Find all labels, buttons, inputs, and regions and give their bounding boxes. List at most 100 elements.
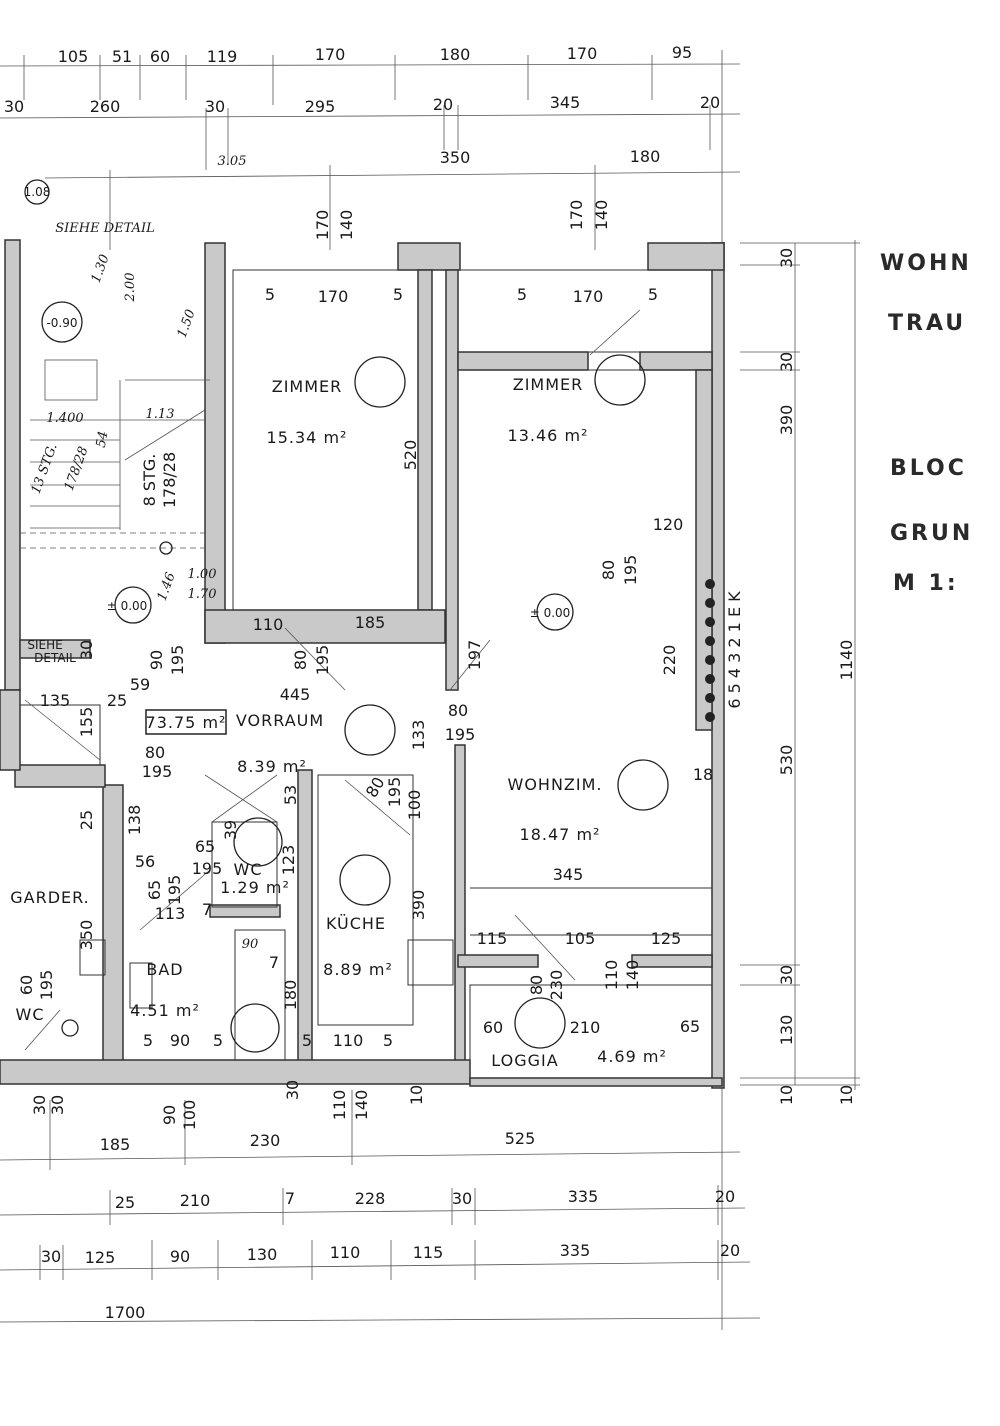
dim: 60 [150,47,170,66]
title-line-3: BLOC [890,456,967,481]
dim: 115 [413,1243,444,1262]
dim: 30 [205,97,225,116]
room-zimmer1-area: 15.34 m² [267,428,348,447]
stair-8-stg: 8 STG. [140,454,159,507]
note-siehe: SIEHE [27,638,62,652]
room-vorraum-name: VORRAUM [236,711,324,730]
dim: 110 [253,615,284,634]
stair-13-stg: 13 STG. [29,442,61,496]
dim: 3.05 [218,154,247,169]
stair-13-ratio: 178/28 [62,445,92,493]
dim: 59 [130,675,150,694]
dim: 110 [333,1031,364,1050]
dim: 25 [77,810,96,830]
level-marker [41,301,83,343]
room-zimmer1-name: ZIMMER [272,377,343,396]
level-stair-floor: ± 0.00 [107,599,148,613]
dim: 65 [680,1017,700,1036]
dim: 125 [651,929,682,948]
dim: 10 [407,1085,426,1105]
dim: 51 [112,47,132,66]
notes: -0.90 ± 0.00 ± 0.00 SIEHE DETAIL SIEHE D… [24,185,744,709]
dim: 1.400 [46,411,83,426]
dim: 335 [560,1241,591,1260]
room-vorraum-area: 8.39 m² [237,757,307,776]
dim: 135 [40,691,71,710]
dim: 30 [283,1080,302,1100]
electrical-socket-column [705,579,715,722]
dim: 170 [315,45,346,64]
level-wohnzim: ± 0.00 [530,606,571,620]
dim: 110 [330,1243,361,1262]
dim: 390 [777,405,796,436]
walls [0,239,725,1089]
dim: 30 [41,1247,61,1266]
dimensions-top: 105 51 60 119 170 180 170 95 30 260 30 2… [4,43,720,169]
dim: 295 [305,97,336,116]
dim: 130 [247,1245,278,1264]
dim: 1.13 [146,407,175,422]
dim: 133 [409,720,428,751]
room-loggia-name: LOGGIA [491,1051,558,1070]
note-detail: DETAIL [34,651,76,665]
dim: 195 [385,777,404,808]
dim: 100 [180,1100,199,1131]
dim: 20 [715,1187,735,1206]
title-line-4: GRUN [890,521,973,546]
room-loggia-area: 4.69 m² [597,1047,667,1066]
dim: 1.46 [155,571,179,603]
dim: 5 [393,285,403,304]
dim: 80 [448,701,468,720]
dim: 115 [477,929,508,948]
room-zimmer2-area: 13.46 m² [508,426,589,445]
dim: 230 [547,970,566,1001]
dim: 195 [621,555,640,586]
dim: 170 [573,287,604,306]
dim: 195 [168,645,187,676]
dim: 345 [550,93,581,112]
dim: 113 [155,904,186,923]
dim: 25 [107,691,127,710]
dim: 1.70 [188,587,217,602]
interior-lines [19,269,713,1079]
dim: 195 [142,762,173,781]
room-kueche-name: KÜCHE [326,914,386,933]
room-labels: ZIMMER 15.34 m² ZIMMER 13.46 m² WOHNZIM.… [10,375,667,1070]
dim: 260 [90,97,121,116]
dim: 110 [602,960,621,991]
dim: 2.00 [123,273,138,303]
dim: 140 [352,1090,371,1121]
level-stair-landing: -0.90 [46,316,77,330]
dimensions-right: 30 390 30 530 30 130 10 10 1140 [777,248,856,1105]
dim: 80 [599,560,618,580]
title-line-2: TRAU [888,311,966,336]
dim: 20 [720,1241,740,1260]
dim: 100 [405,790,424,821]
dim: 25 [115,1193,135,1212]
dim: 520 [401,440,420,471]
dim: 90 [242,937,259,952]
dim: 1.00 [188,567,217,582]
dim: 30 [777,352,796,372]
dim: 10 [837,1085,856,1105]
dim: 1140 [837,640,856,681]
dim: 30 [777,965,796,985]
dim: 5 [213,1031,223,1050]
dim: 120 [653,515,684,534]
reference-marker: 1.08 [24,185,51,199]
note-siehe-detail: SIEHE DETAIL [55,221,155,236]
dim: 140 [337,210,356,241]
total-area-box [145,709,227,735]
dim: 195 [445,725,476,744]
dim: 80 [527,975,546,995]
dim: 445 [280,685,311,704]
socket-labels: 6 5 4 3 2 1 E K [725,591,744,709]
room-bad-area: 4.51 m² [130,1001,200,1020]
dim: 155 [77,707,96,738]
dim: 105 [58,47,89,66]
dim: 140 [623,960,642,991]
dim: 90 [160,1105,179,1125]
dim: 5 [517,285,527,304]
dim: 90 [170,1031,190,1050]
